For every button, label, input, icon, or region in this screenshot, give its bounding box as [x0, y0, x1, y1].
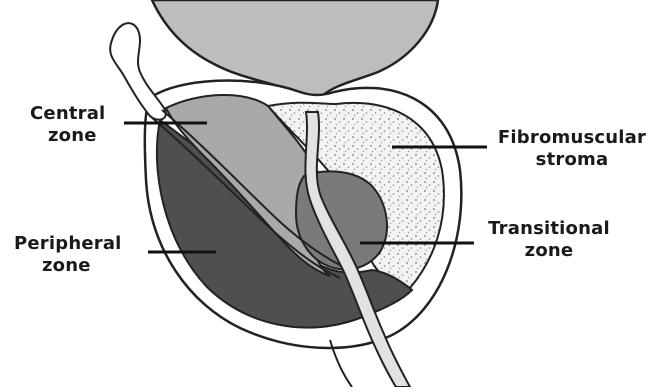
seminal-vesicle	[110, 23, 166, 120]
fibromuscular-stroma-label-line2: stroma	[486, 149, 658, 171]
peripheral-zone-label-line1: Peripheral	[14, 233, 122, 255]
transitional-zone-label-line2: zone	[474, 240, 624, 262]
transitional-zone-label: Transitional zone	[474, 218, 624, 262]
transitional-zone-label-line1: Transitional	[474, 218, 624, 240]
central-zone-label-line1: Central	[30, 103, 105, 125]
central-zone-label-line2: zone	[30, 125, 105, 147]
fibromuscular-stroma-label-line1: Fibromuscular	[486, 127, 658, 149]
peripheral-zone-label-line2: zone	[14, 255, 122, 277]
peripheral-zone-label: Peripheral zone	[14, 233, 122, 277]
fibromuscular-stroma-label: Fibromuscular stroma	[486, 127, 658, 171]
central-zone-label: Central zone	[30, 103, 105, 147]
